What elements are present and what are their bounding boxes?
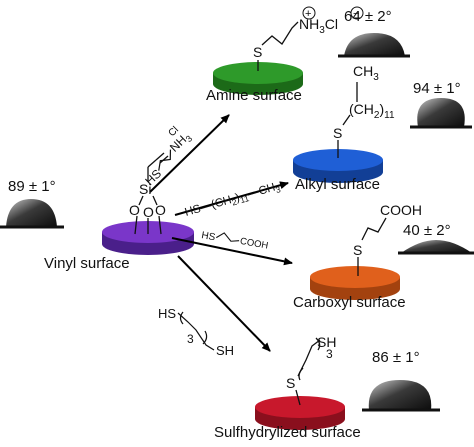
amine-s-atom: S	[253, 44, 262, 60]
amine-disk	[213, 62, 303, 95]
svg-text:COOH: COOH	[239, 236, 269, 252]
carboxyl-chain	[357, 217, 387, 276]
carboxyl-reagent: HS COOH	[200, 230, 269, 252]
vinyl-structure	[134, 152, 169, 235]
o-atom-left: O	[129, 202, 140, 218]
arrow-to-amine	[149, 114, 230, 193]
arrow-to-alkyl	[174, 181, 289, 216]
amine-surface-label: Amine surface	[206, 87, 302, 104]
vinyl-droplet	[0, 199, 64, 229]
svg-text:HS: HS	[158, 306, 176, 321]
sulfhydryl-rep: 3	[326, 347, 333, 361]
alkyl-s-atom: S	[333, 125, 342, 141]
arrow-to-sulfhydryl	[177, 255, 271, 352]
o-atom-mid: O	[143, 204, 154, 220]
carboxyl-disk	[310, 266, 400, 300]
sulfhydryl-droplet	[362, 380, 440, 412]
sulfhydryl-disk	[255, 396, 345, 430]
carboxyl-droplet	[398, 240, 474, 255]
alkyl-ch3: CH3	[353, 63, 379, 83]
sulfhydryl-contact-angle: 86 ± 1°	[372, 349, 420, 366]
alkyl-disk	[293, 149, 383, 183]
alkyl-ch2: (CH2)11	[349, 101, 395, 121]
svg-text:HS: HS	[200, 230, 216, 243]
svg-text:HS—(CH2)11—CH3: HS—(CH2)11—CH3	[184, 180, 282, 221]
alkyl-droplet	[410, 98, 472, 129]
carboxyl-cooh: COOH	[380, 202, 422, 218]
svg-text:3: 3	[187, 332, 194, 346]
vinyl-surface-label: Vinyl surface	[44, 255, 130, 272]
amine-minus: −	[353, 8, 359, 20]
sulfhydryl-reagent: HS 3 SH	[158, 306, 234, 358]
alkyl-chain	[337, 82, 358, 158]
svg-text:SH: SH	[216, 343, 234, 358]
amine-contact-angle: 64 ± 2°	[344, 8, 392, 25]
sulfhydryl-s-atom: S	[286, 375, 295, 391]
vinyl-contact-angle: 89 ± 1°	[8, 178, 56, 195]
carboxyl-contact-angle: 40 ± 2°	[403, 222, 451, 239]
carboxyl-surface-label: Carboxyl surface	[293, 294, 406, 311]
arrow-to-carboxyl	[171, 237, 293, 266]
sulfhydryl-chain	[295, 337, 321, 406]
alkyl-contact-angle: 94 ± 1°	[413, 80, 461, 97]
alkyl-surface-label: Alkyl surface	[295, 176, 381, 193]
amine-chain	[257, 21, 299, 71]
amine-plus: +	[305, 8, 311, 20]
amine-nh3: NH3Cl	[299, 16, 338, 36]
alkyl-reagent: HS—(CH2)11—CH3	[184, 180, 282, 221]
carboxyl-s-atom: S	[353, 242, 362, 258]
si-atom: Si	[139, 181, 151, 197]
amine-droplet	[338, 33, 410, 58]
o-atom-right: O	[155, 202, 166, 218]
sulfhydryl-sh: SH	[317, 334, 336, 350]
sulfhydryl-surface-label: Sulfhydrylized surface	[214, 424, 361, 441]
